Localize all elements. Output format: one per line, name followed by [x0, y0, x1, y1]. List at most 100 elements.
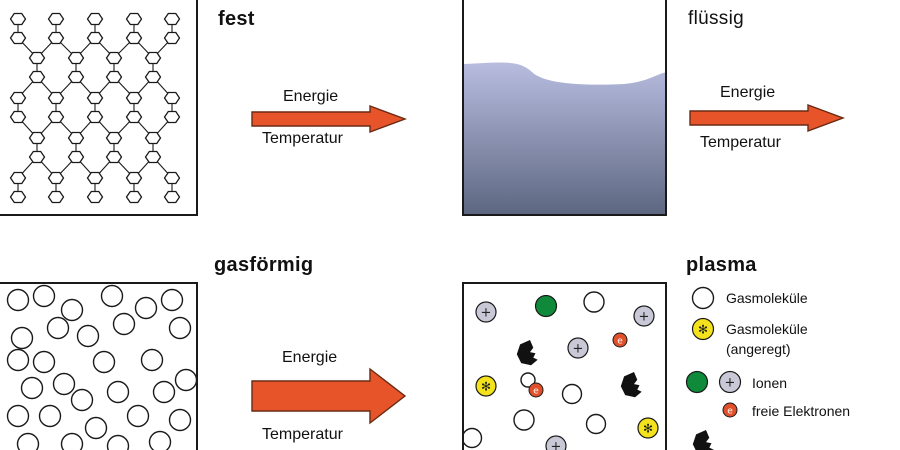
lattice-molecule [163, 12, 181, 26]
plasma-particles: ++e+✻e✻+ [464, 291, 659, 450]
gas-molecule [10, 326, 34, 350]
excited-molecule [475, 375, 497, 397]
gas-molecule [106, 434, 130, 450]
gas-molecule [6, 288, 30, 312]
gas-molecule [38, 404, 62, 428]
arrow-energy-2 [689, 103, 846, 133]
arrow-2-bottom-label: Temperatur [700, 134, 781, 151]
ion-sign: + [725, 376, 736, 391]
gas-molecule [70, 388, 94, 412]
ion-sign: + [481, 306, 492, 321]
arrow-shape [689, 103, 846, 133]
gas-molecule [126, 404, 150, 428]
lattice-molecule [9, 171, 27, 185]
excited-sign: ✻ [698, 323, 708, 337]
ion-particle [545, 435, 567, 450]
lattice-molecule [163, 171, 181, 185]
lattice-molecule [9, 91, 27, 105]
title-plasma: plasma [686, 254, 757, 276]
lattice-molecule [86, 171, 104, 185]
neutral-molecule [685, 370, 709, 394]
gas-molecule [84, 416, 108, 440]
lattice-molecule [163, 31, 181, 45]
lattice-molecule [86, 190, 104, 204]
arrow-energy-3 [251, 367, 407, 425]
lattice-molecule [28, 131, 46, 145]
gas-molecule [60, 432, 84, 450]
lattice-molecule [28, 70, 46, 84]
lattice-molecule [144, 51, 162, 65]
lattice-molecule [86, 12, 104, 26]
gas-molecule [60, 298, 84, 322]
arrow-3-top-label: Energie [282, 349, 338, 366]
electron-sign: e [533, 387, 539, 397]
gas-molecule [32, 350, 56, 374]
arrow-shape [251, 104, 408, 134]
gas-molecule [106, 380, 130, 404]
lattice-molecule [86, 91, 104, 105]
gas-molecule [46, 316, 70, 340]
ion-particle [567, 337, 589, 359]
free-electron [722, 402, 738, 418]
lattice-molecule [9, 31, 27, 45]
lattice-molecule [47, 110, 65, 124]
gas-molecule [583, 291, 605, 313]
lattice-molecule [67, 51, 85, 65]
gas-molecule [112, 312, 136, 336]
lattice-molecule [105, 70, 123, 84]
lattice-molecule [105, 131, 123, 145]
electron-sign: e [727, 407, 733, 417]
lattice-molecule [125, 12, 143, 26]
plasma-box: ++e+✻e✻+ [462, 282, 667, 450]
lattice-molecule [125, 91, 143, 105]
lattice-molecule [47, 171, 65, 185]
lattice-molecule [67, 131, 85, 145]
lattice-molecule [105, 51, 123, 65]
gas-molecule [140, 348, 164, 372]
gas-molecule [152, 380, 176, 404]
gas-box [0, 282, 198, 450]
gas-molecule [52, 372, 76, 396]
title-liquid: flüssig [688, 8, 744, 29]
gas-molecule [20, 376, 44, 400]
legend-ions: Ionen [752, 375, 788, 391]
lattice-molecule [163, 110, 181, 124]
lattice-molecule [47, 91, 65, 105]
lattice-molecule [28, 150, 46, 164]
lattice-molecule [86, 110, 104, 124]
lattice-molecule [9, 12, 27, 26]
title-gas: gasförmig [214, 254, 314, 276]
lattice-molecule [86, 31, 104, 45]
electron-sign: e [617, 337, 623, 347]
lattice-molecule [144, 131, 162, 145]
gas-molecule [16, 432, 40, 450]
ionized-fragment [620, 372, 642, 398]
ion-sign: + [551, 440, 562, 450]
gas-molecule [513, 409, 535, 431]
solid-lattice [9, 12, 181, 204]
solid-box [0, 0, 198, 216]
lattice-molecule [67, 150, 85, 164]
gas-molecule [100, 284, 124, 308]
excited-sign: ✻ [481, 380, 491, 394]
title-solid: fest [218, 8, 255, 30]
arrow-shape [251, 367, 407, 425]
gas-molecule [520, 372, 536, 388]
legend-free-electrons: freie Elektronen [752, 403, 851, 419]
lattice-molecule [9, 190, 27, 204]
excited-sign: ✻ [643, 422, 653, 436]
neutral-molecule [534, 294, 558, 318]
gas-molecules [6, 284, 196, 450]
liquid-fill [464, 62, 665, 214]
lattice-molecule [28, 51, 46, 65]
lattice-molecule [125, 31, 143, 45]
gas-molecule [92, 350, 116, 374]
gas-molecule [168, 316, 192, 340]
lattice-molecule [163, 91, 181, 105]
arrow-1-top-label: Energie [283, 88, 339, 105]
gas-molecule [464, 427, 483, 449]
gas-molecule [134, 296, 158, 320]
gas-molecule [168, 408, 192, 432]
gas-molecule [6, 348, 30, 372]
lattice-molecule [105, 150, 123, 164]
